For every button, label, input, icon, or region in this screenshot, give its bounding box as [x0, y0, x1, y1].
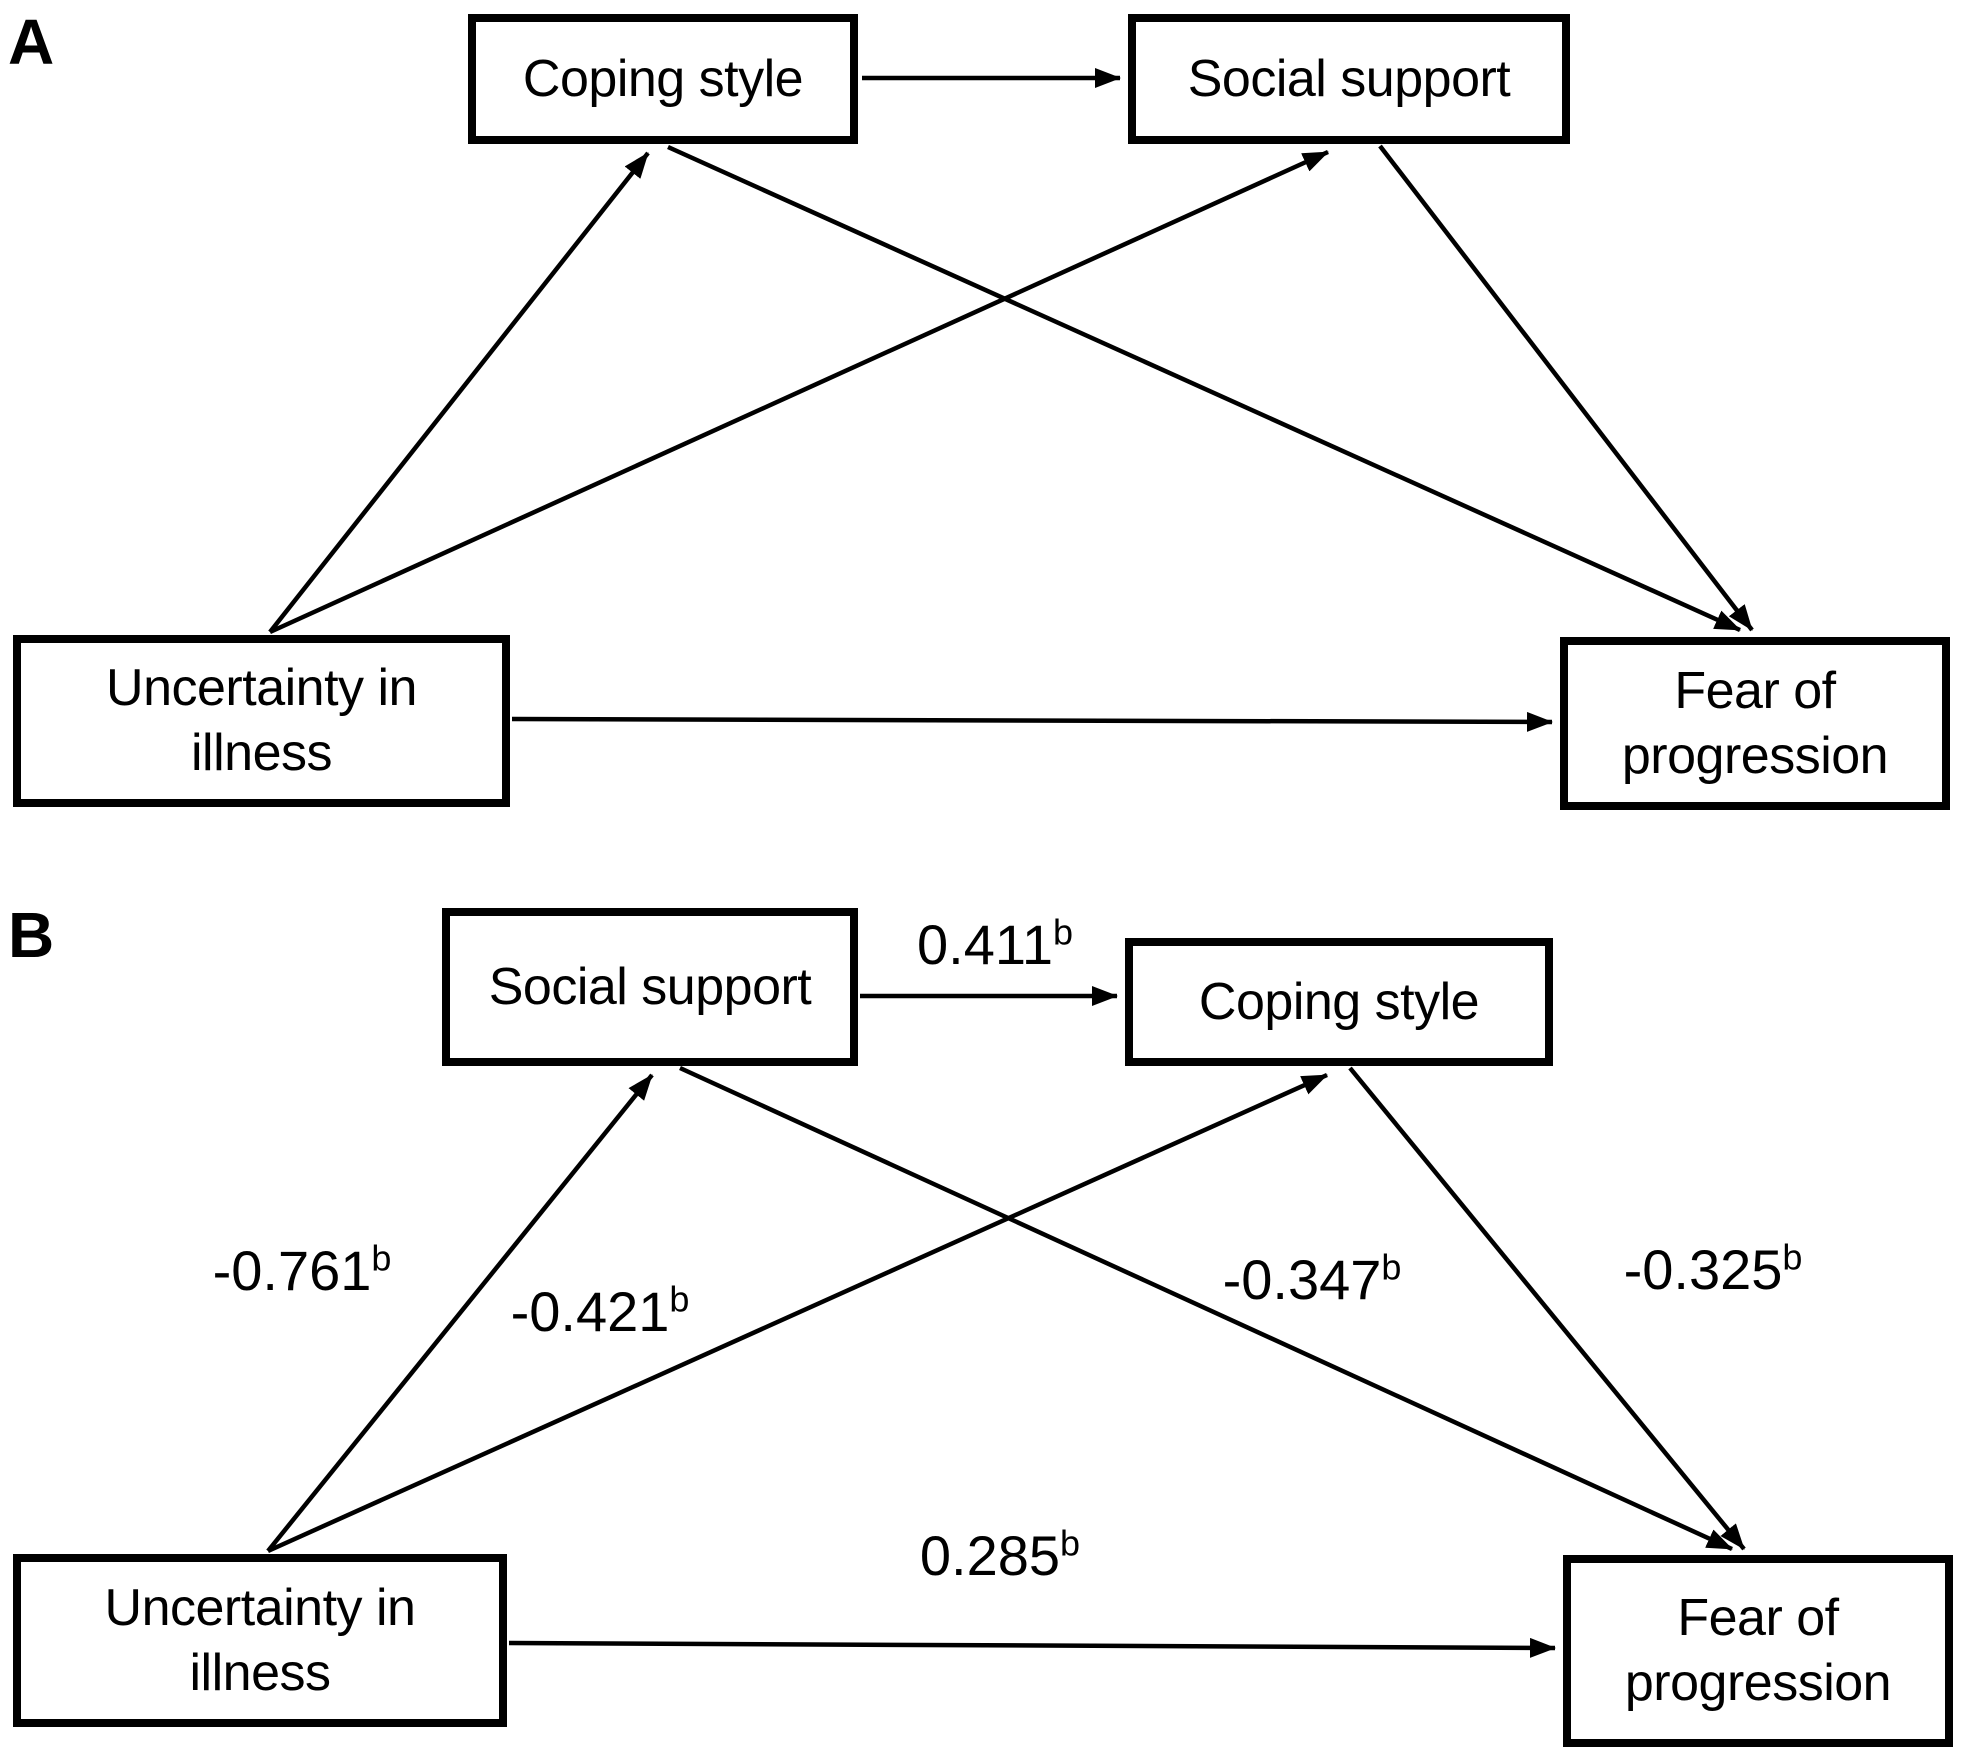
panel-b-node-coping-style: Coping style: [1125, 938, 1553, 1066]
panel-b-coping-style-text: Coping style: [1198, 972, 1480, 1031]
arrow-a-social-to-fear: [1378, 144, 1754, 632]
panel-b-node-social-support: Social support: [442, 908, 858, 1066]
panel-a-node-uncertainty-in-illness: Uncertainty in illness: [13, 635, 510, 807]
arrow-b-uncertainty-to-coping: [267, 1072, 1328, 1554]
arrow-a-uncertainty-to-fear: [511, 711, 1553, 732]
coefficient-superscript: b: [1052, 911, 1074, 953]
panel-a-node-coping-style: Coping style: [468, 14, 858, 144]
arrow-a-uncertainty-to-social: [269, 149, 1329, 635]
panel-b-fear-line1: Fear of: [1677, 1589, 1839, 1647]
panel-b-node-uncertainty-in-illness: Uncertainty in illness: [13, 1554, 507, 1727]
coefficient-superscript: b: [371, 1237, 392, 1279]
panel-a-social-support-text: Social support: [1187, 49, 1511, 108]
arrow-b-coping-to-fear: [1348, 1066, 1746, 1551]
coefficient-coping-to-fear: -0.325b: [1624, 1239, 1803, 1298]
arrow-a-coping-to-fear: [667, 144, 1741, 633]
coefficient-uncertainty-to-fear: 0.285b: [920, 1525, 1080, 1584]
coefficient-value: 0.285: [919, 1524, 1061, 1587]
panel-a-label: A: [8, 6, 55, 78]
coefficient-uncertainty-to-social: -0.761b: [213, 1240, 392, 1299]
panel-b-social-support-text: Social support: [488, 957, 812, 1016]
panel-a-uncertainty-line1: Uncertainty in: [106, 659, 417, 717]
coefficient-superscript: b: [1381, 1246, 1402, 1288]
panel-a-node-social-support: Social support: [1128, 14, 1570, 144]
coefficient-superscript: b: [1782, 1236, 1803, 1278]
arrow-b-uncertainty-to-fear: [508, 1637, 1556, 1658]
panel-b-fear-line2: progression: [1624, 1654, 1892, 1712]
panel-b-node-fear-of-progression: Fear of progression: [1563, 1555, 1953, 1747]
coefficient-value: -0.347: [1222, 1248, 1382, 1311]
coefficient-social-to-coping: 0.411b: [917, 914, 1073, 973]
coefficient-superscript: b: [669, 1278, 690, 1320]
coefficient-value: -0.325: [1623, 1238, 1783, 1301]
panel-a-fear-line1: Fear of: [1674, 661, 1836, 720]
panel-b-uncertainty-line2: illness: [189, 1643, 332, 1702]
coefficient-value: -0.421: [510, 1280, 670, 1343]
panel-b-uncertainty-line1: Uncertainty in: [104, 1578, 416, 1637]
panel-a-node-fear-of-progression: Fear of progression: [1560, 637, 1950, 810]
coefficient-value: 0.411: [916, 913, 1053, 976]
panel-b-label: B: [8, 899, 55, 971]
panel-a-fear-line2: progression: [1621, 726, 1889, 785]
panel-a-uncertainty-line2: illness: [191, 724, 333, 782]
arrow-b-social-to-fear: [679, 1065, 1733, 1552]
coefficient-uncertainty-to-coping: -0.421b: [511, 1281, 690, 1340]
coefficient-social-to-fear: -0.347b: [1223, 1249, 1402, 1308]
panel-a-coping-style-text: Coping style: [522, 49, 804, 108]
coefficient-value: -0.761: [212, 1239, 372, 1302]
arrow-a-uncertainty-to-coping: [268, 151, 650, 634]
coefficient-superscript: b: [1060, 1522, 1081, 1564]
arrow-b-uncertainty-to-social: [266, 1073, 654, 1553]
